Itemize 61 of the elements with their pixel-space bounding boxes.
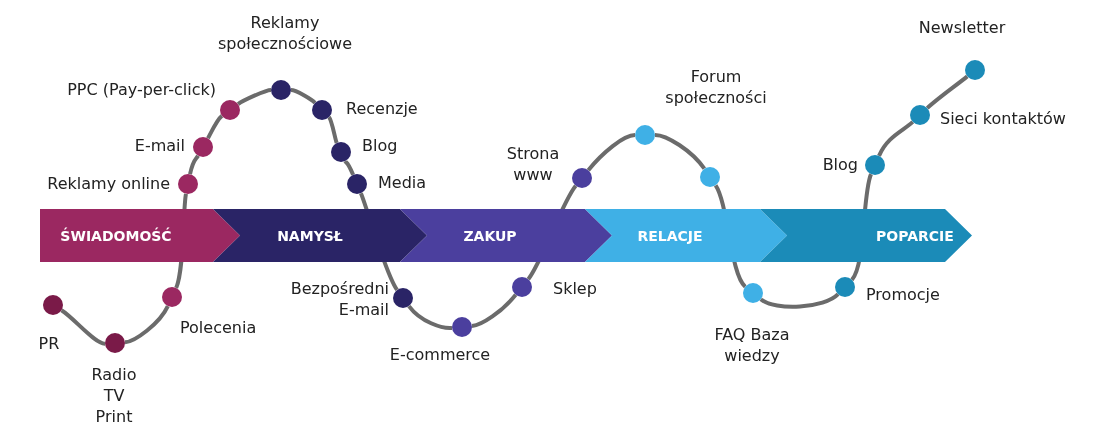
channel-label: Polecenia: [180, 317, 257, 338]
channel-label: Strona www: [505, 143, 561, 185]
channel-label: Radio TV Print: [90, 364, 138, 427]
channel-label: Promocje: [866, 284, 940, 305]
circle-marker: [512, 277, 532, 297]
connector-line: [188, 154, 200, 175]
channel-label: Media: [378, 172, 427, 193]
connector-line: [471, 293, 518, 329]
circle-marker: [271, 80, 291, 100]
connector-line: [237, 88, 272, 106]
circle-marker: [347, 174, 367, 194]
circle-marker: [452, 317, 472, 337]
circle-marker: [572, 168, 592, 188]
circle-marker: [393, 288, 413, 308]
connector-line: [925, 74, 969, 110]
stage-label: ŚWIADOMOŚĆ: [60, 227, 172, 244]
channel-label: Newsletter: [918, 17, 1006, 38]
channel-label: E-mail: [134, 135, 185, 156]
circle-marker: [910, 105, 930, 125]
circle-marker: [43, 295, 63, 315]
channel-label: Reklamy online: [47, 173, 170, 194]
channel-label: Reklamy społecznościowe: [216, 12, 354, 54]
channel-label: Recenzje: [346, 98, 418, 119]
circle-marker: [865, 155, 885, 175]
connector-line: [877, 120, 915, 157]
connector-line: [290, 88, 317, 105]
stage-label: NAMYSŁ: [277, 227, 343, 244]
channel-label: Forum społeczności: [664, 66, 768, 108]
stage-label: POPARCIE: [876, 227, 954, 244]
circle-marker: [331, 142, 351, 162]
stage-label: ZAKUP: [463, 227, 517, 244]
stage-label: RELACJE: [637, 227, 703, 244]
channel-label: Sklep: [553, 278, 597, 299]
connector-line: [327, 116, 339, 144]
circle-marker: [178, 174, 198, 194]
connector-line: [60, 308, 106, 346]
channel-label: PR: [37, 333, 61, 354]
channel-label: PPC (Pay-per-click): [67, 79, 216, 100]
circle-marker: [312, 100, 332, 120]
circle-marker: [220, 100, 240, 120]
circle-marker: [162, 287, 182, 307]
connector-line: [759, 292, 840, 309]
circle-marker: [965, 60, 985, 80]
channel-label: FAQ Baza wiedzy: [713, 324, 791, 366]
circle-marker: [835, 277, 855, 297]
channel-label: Sieci kontaktów: [940, 108, 1066, 129]
circle-marker: [193, 137, 213, 157]
circle-marker: [700, 167, 720, 187]
circle-marker: [635, 125, 655, 145]
connector-line: [586, 133, 636, 172]
channel-label: Bezpośredni E-mail: [289, 278, 389, 320]
channel-label: Blog: [822, 154, 858, 175]
channel-label: Blog: [362, 135, 398, 156]
circle-marker: [743, 283, 763, 303]
connector-line: [124, 305, 170, 345]
connector-line: [206, 114, 224, 140]
connector-line: [654, 132, 706, 170]
channel-label: E-commerce: [389, 344, 491, 365]
circle-marker: [105, 333, 125, 353]
connector-line: [407, 304, 453, 330]
connector-line: [343, 159, 355, 176]
